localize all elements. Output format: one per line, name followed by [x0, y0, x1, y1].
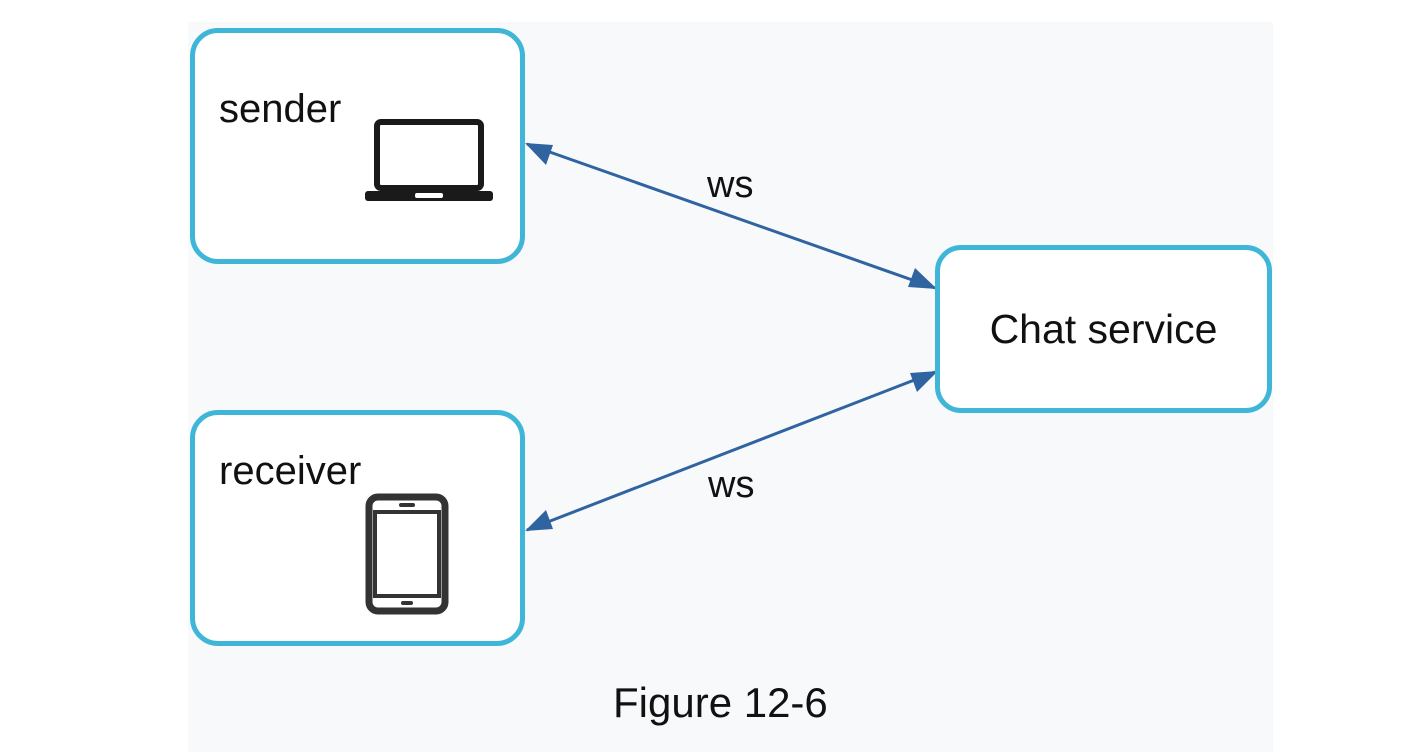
sender-node: sender	[190, 28, 525, 264]
arrowhead-chat-end-bottom	[910, 371, 938, 392]
receiver-label: receiver	[219, 449, 362, 493]
figure-caption: Figure 12-6	[613, 679, 828, 726]
edge-label-sender-chat: ws	[707, 164, 754, 206]
edge-sender-chat	[526, 142, 936, 290]
arrowhead-receiver-end	[525, 510, 553, 531]
arrowhead-sender-end	[525, 143, 553, 165]
receiver-node: receiver	[190, 410, 525, 646]
tablet-icon	[365, 493, 449, 615]
chat-service-label: Chat service	[989, 305, 1218, 352]
sender-label: sender	[219, 87, 342, 131]
chat-service-node: Chat service	[935, 245, 1272, 413]
arrowhead-chat-end-top	[908, 268, 937, 289]
edge-receiver-chat	[526, 370, 936, 532]
edge-label-receiver-chat: ws	[708, 464, 755, 506]
laptop-icon	[365, 119, 493, 201]
